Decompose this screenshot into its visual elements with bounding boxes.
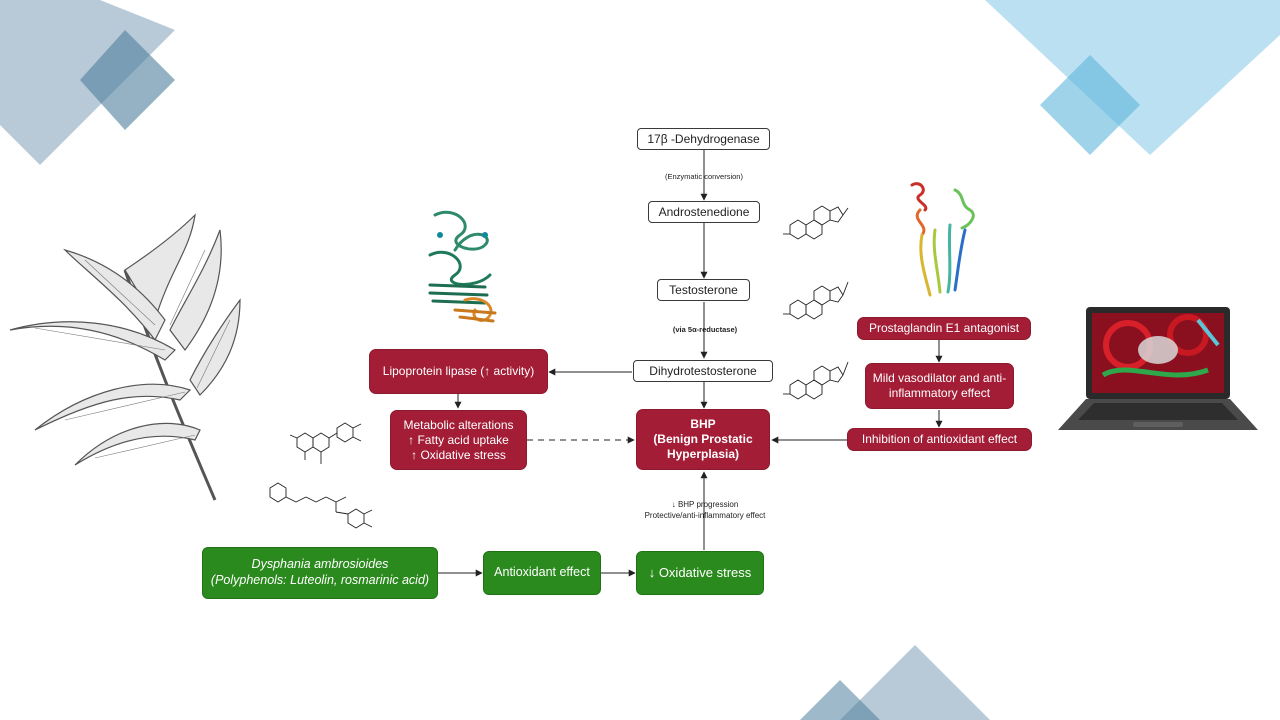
- oxidative-decrease-node: ↓ Oxidative stress: [636, 551, 764, 595]
- antioxidant-effect-label: Antioxidant effect: [494, 565, 590, 580]
- protein-structure-rainbow: [910, 182, 975, 297]
- antioxidant-effect-node: Antioxidant effect: [483, 551, 601, 595]
- oxidative-decrease-label: ↓ Oxidative stress: [648, 564, 752, 580]
- protein-structure-green: [428, 210, 497, 323]
- dysphania-node: Dysphania ambrosioides (Polyphenols: Lut…: [202, 547, 438, 599]
- androstenedione-label: Androstenedione: [658, 204, 750, 219]
- bhp-progression-label: ↓ BHP progression Protective/anti-inflam…: [620, 500, 790, 522]
- enzymatic-conversion-label: (Enzymatic conversion): [665, 172, 743, 181]
- antioxidant-inhibition-label: Inhibition of antioxidant effect: [861, 432, 1018, 446]
- plant-drawing: [9, 213, 241, 501]
- dehydrogenase-node: 17β -Dehydrogenase: [637, 128, 770, 150]
- bhp-line-2: (Benign Prostatic: [653, 432, 753, 446]
- dehydrogenase-label: 17β -Dehydrogenase: [647, 131, 760, 146]
- dysphania-line-2: (Polyphenols: Luteolin, rosmarinic acid): [210, 573, 430, 587]
- dysphania-line-1: Dysphania ambrosioides: [251, 557, 389, 572]
- rosmarinic-acid-structure: [269, 482, 373, 529]
- prostaglandin-label: Prostaglandin E1 antagonist: [868, 321, 1020, 335]
- reductase-label: (via 5α-reductase): [672, 325, 738, 334]
- metabolic-line-1: Metabolic alterations: [403, 417, 514, 432]
- bhp-progression-text: ↓ BHP progression: [671, 500, 739, 509]
- prostaglandin-node: Prostaglandin E1 antagonist: [857, 317, 1031, 340]
- antioxidant-inhibition-node: Inhibition of antioxidant effect: [847, 428, 1032, 451]
- laptop-docking: [1058, 307, 1258, 430]
- bhp-line-3: Hyperplasia): [666, 447, 739, 461]
- metabolic-line-3: ↑ Oxidative stress: [411, 447, 506, 462]
- dihydrotestosterone-label: Dihydrotestosterone: [649, 363, 757, 378]
- lipoprotein-lipase-node: Lipoprotein lipase (↑ activity): [369, 349, 548, 394]
- metabolic-alterations-node: Metabolic alterations ↑ Fatty acid uptak…: [390, 410, 527, 470]
- steroid-structure: [783, 361, 849, 400]
- bhp-node: BHP (Benign Prostatic Hyperplasia): [636, 409, 770, 470]
- vasodilator-line-2: inflammatory effect: [888, 386, 991, 400]
- testosterone-node: Testosterone: [657, 279, 750, 301]
- flavonoid-structure: [289, 422, 362, 464]
- vasodilator-line-1: Mild vasodilator and anti-: [872, 371, 1007, 385]
- metabolic-line-2: ↑ Fatty acid uptake: [408, 432, 509, 447]
- steroid-structure: [783, 205, 849, 240]
- testosterone-label: Testosterone: [669, 282, 738, 297]
- dihydrotestosterone-node: Dihydrotestosterone: [633, 360, 773, 382]
- vasodilator-node: Mild vasodilator and anti- inflammatory …: [865, 363, 1014, 409]
- protective-effect-text: Protective/anti-inflammatory effect: [644, 510, 766, 520]
- lipoprotein-lipase-label: Lipoprotein lipase (↑ activity): [382, 364, 535, 378]
- steroid-structure: [783, 281, 849, 320]
- bhp-line-1: BHP: [690, 417, 716, 431]
- androstenedione-node: Androstenedione: [648, 201, 760, 223]
